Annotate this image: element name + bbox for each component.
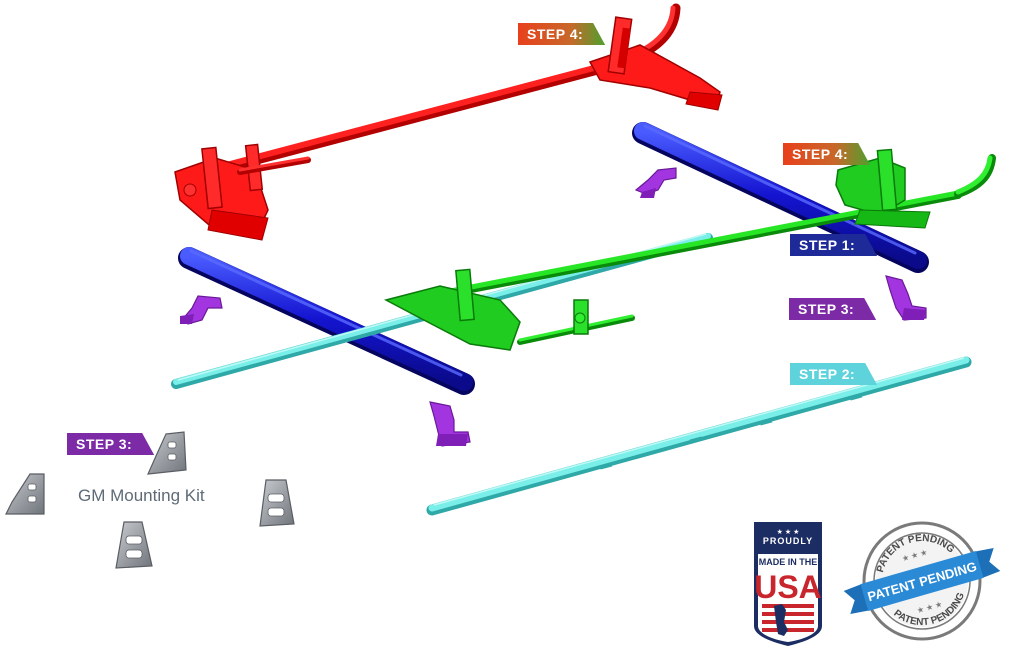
purple-bracket (180, 295, 223, 325)
purple-bracket (429, 401, 471, 447)
kit-bracket (5, 473, 45, 515)
kit-bracket (115, 521, 153, 569)
usa-badge-line1: PROUDLY (763, 536, 813, 546)
usa-badge-line2: MADE IN THE (759, 557, 818, 567)
step1-label: STEP 1: (790, 234, 877, 256)
step3-label-right: STEP 3: (789, 298, 876, 320)
blue-crossbar-back (632, 122, 929, 273)
svg-text:★ ★ ★: ★ ★ ★ (777, 528, 800, 536)
kit-bracket (259, 479, 295, 527)
purple-bracket (885, 275, 927, 321)
cyan-rail-lower (426, 356, 972, 516)
green-rack-frame (383, 148, 996, 351)
blue-crossbars (178, 122, 929, 395)
made-in-usa-badge: ★ ★ ★ PROUDLY MADE IN THE USA (754, 522, 822, 646)
purple-bracket (634, 167, 677, 198)
purple-mount-brackets (180, 167, 927, 447)
usa-badge-line3: USA (754, 569, 822, 605)
blue-crossbar-front (178, 247, 475, 395)
step3-label-left: STEP 3: (67, 433, 154, 455)
patent-pending-seal: PATENT PENDING PATENT PENDING PATENT PEN… (843, 521, 1001, 641)
step4-label-green-frame: STEP 4: (783, 143, 870, 165)
kit-bracket (147, 431, 187, 475)
gm-mounting-kit-parts (5, 431, 295, 569)
red-rack-frame (174, 3, 723, 241)
step4-label-red-frame: STEP 4: (518, 23, 605, 45)
step2-label: STEP 2: (790, 363, 877, 385)
gm-mounting-kit-label: GM Mounting Kit (78, 486, 205, 505)
michigan-map-icon (774, 604, 788, 636)
